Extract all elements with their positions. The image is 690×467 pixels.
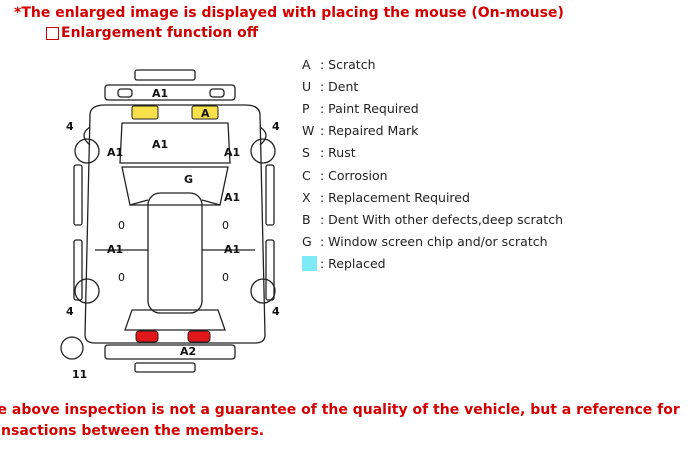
hood-label: A1 — [152, 138, 168, 151]
disclaimer: The above inspection is not a guarantee … — [0, 400, 690, 442]
fender-right-label: A1 — [224, 146, 240, 159]
rear-bumper-outline — [104, 344, 236, 360]
tire-fl-count: 4 — [66, 120, 74, 133]
legend-row-g: G: Window screen chip and/or scratch — [302, 234, 548, 250]
front-bumper-label: A1 — [152, 87, 168, 100]
legend-row-a: A: Scratch — [302, 56, 376, 72]
mark-zero: 0 — [118, 219, 125, 232]
rear-bumper-label: A2 — [180, 345, 196, 358]
enlargement-checkbox[interactable] — [46, 26, 59, 40]
taillight-left-highlight — [135, 330, 159, 343]
tire-rear-right-circle — [250, 278, 276, 304]
tire-rear-left-circle — [74, 278, 100, 304]
mark-zero: 0 — [118, 271, 125, 284]
mark-zero: 0 — [222, 271, 229, 284]
enlarge-notice: *The enlarged image is displayed with pl… — [14, 5, 564, 21]
door-rear-right-label: A1 — [224, 243, 240, 256]
mark-zero: 0 — [222, 219, 229, 232]
taillight-right-highlight — [187, 330, 211, 343]
tire-rl-count: 4 — [66, 305, 74, 318]
headlight-left-highlight — [131, 105, 159, 120]
tire-rr-count: 4 — [272, 305, 280, 318]
fender-left-label: A1 — [107, 146, 123, 159]
headlight-right-label: A — [201, 107, 210, 120]
front-plate — [134, 69, 196, 81]
enlargement-toggle[interactable]: Enlargement function off — [46, 25, 258, 41]
legend-row-x: X: Replacement Required — [302, 189, 470, 205]
legend: A: Scratch U: Dent P: Paint Required W: … — [302, 53, 563, 275]
replaced-swatch — [302, 256, 317, 272]
tire-front-left-circle — [74, 138, 100, 164]
door-front-right-label: A1 — [224, 191, 240, 204]
legend-row-b: B: Dent With other defects,deep scratch — [302, 211, 564, 227]
legend-row-p: P: Paint Required — [302, 100, 419, 116]
disclaimer-line-1: The above inspection is not a guarantee … — [0, 402, 680, 418]
vehicle-condition-diagram: 4 4 4 4 11 A1 A A1 A1 A1 G A1 A1 A1 A2 0… — [60, 55, 290, 385]
tire-front-right-circle — [250, 138, 276, 164]
legend-row-u: U: Dent — [302, 78, 359, 94]
spare-tire-circle — [60, 336, 84, 360]
door-rear-left-label: A1 — [107, 243, 123, 256]
legend-row-s: S: Rust — [302, 145, 356, 161]
tire-fr-count: 4 — [272, 120, 280, 133]
legend-row-c: C: Corrosion — [302, 167, 388, 183]
front-bumper-outline — [104, 84, 236, 101]
disclaimer-line-2: transactions between the members. — [0, 423, 265, 439]
enlargement-toggle-label: Enlargement function off — [61, 25, 259, 41]
headlight-right-highlight — [191, 105, 219, 120]
legend-row-w: W: Repaired Mark — [302, 123, 419, 139]
spare-tire-count: 11 — [72, 368, 87, 381]
legend-row-replaced: : Replaced — [302, 253, 563, 275]
windshield-label: G — [184, 173, 193, 186]
body-outline — [84, 104, 266, 344]
